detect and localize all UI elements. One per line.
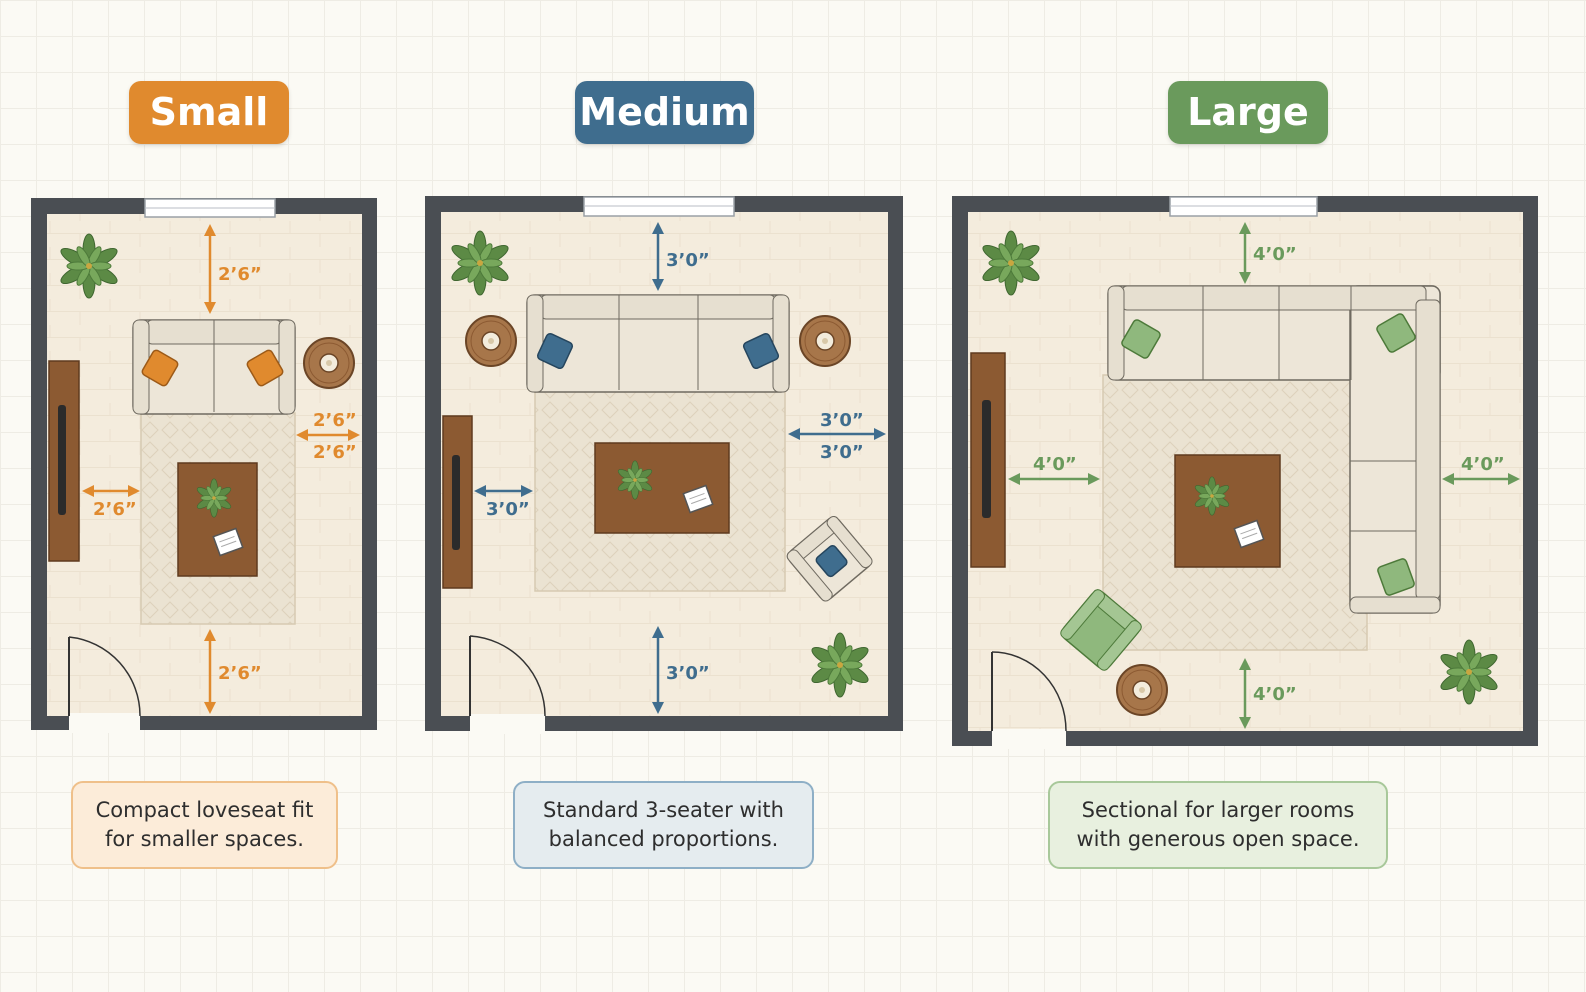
dimension-label: 3’0” xyxy=(666,250,710,271)
coffee-table xyxy=(1174,454,1281,568)
arrow-icon xyxy=(82,224,360,714)
lamp-icon xyxy=(1116,664,1168,716)
lamp-icon xyxy=(799,315,851,367)
dimension-label: 4’0” xyxy=(1253,244,1297,265)
door-icon xyxy=(68,636,141,717)
dimension-label: 4’0” xyxy=(1461,454,1505,475)
tv-icon xyxy=(442,415,473,589)
lamp-icon xyxy=(303,337,355,389)
window-icon xyxy=(583,196,735,217)
pillow-icon xyxy=(1121,319,1161,359)
pillow-icon xyxy=(536,332,574,370)
large-room: 4’0” 4’0” 4’0” 4’0” xyxy=(952,196,1538,749)
dimension-label: 3’0” xyxy=(666,663,710,684)
pillow-icon xyxy=(1376,313,1416,353)
three-seater-sofa xyxy=(526,294,790,393)
pillow-icon xyxy=(246,349,284,387)
pillow-icon xyxy=(141,349,179,387)
medium-room: 3’0” 3’0” 3’0” 3’0” 3’0” xyxy=(425,196,903,734)
sectional-sofa xyxy=(1107,285,1441,614)
pillow-icon xyxy=(742,332,780,370)
door-icon xyxy=(991,651,1067,732)
armchair xyxy=(786,515,873,602)
arrow-icon xyxy=(1008,222,1520,729)
dimension-label: 3’0” xyxy=(820,442,864,463)
dimension-label: 2’6” xyxy=(313,410,357,431)
door-icon xyxy=(469,635,546,717)
tv-icon xyxy=(48,360,80,562)
medium-label: Medium xyxy=(575,81,754,144)
armchair xyxy=(1060,589,1142,671)
arrow-icon xyxy=(474,222,886,714)
window-icon xyxy=(144,198,276,218)
small-label: Small xyxy=(129,81,289,144)
large-caption: Sectional for larger rooms with generous… xyxy=(1048,781,1388,869)
dimension-label: 2’6” xyxy=(218,663,262,684)
dimension-label: 2’6” xyxy=(218,264,262,285)
tv-icon xyxy=(970,352,1006,568)
pillow-icon xyxy=(1377,558,1415,596)
dimension-label: 4’0” xyxy=(1253,684,1297,705)
dimension-label: 3’0” xyxy=(486,499,530,520)
dimension-label: 4’0” xyxy=(1033,454,1077,475)
lamp-icon xyxy=(465,315,517,367)
dimension-label: 2’6” xyxy=(93,499,137,520)
large-label: Large xyxy=(1168,81,1328,144)
coffee-table xyxy=(177,462,258,577)
small-caption: Compact loveseat fit for smaller spaces. xyxy=(71,781,338,869)
loveseat xyxy=(132,319,296,415)
dimension-label: 2’6” xyxy=(313,442,357,463)
window-icon xyxy=(1169,196,1318,217)
dimension-label: 3’0” xyxy=(820,410,864,431)
coffee-table xyxy=(594,442,730,534)
medium-caption: Standard 3-seater with balanced proporti… xyxy=(513,781,814,869)
small-room: 2’6” 2’6” 2’6” 2’6” 2’6” xyxy=(31,198,377,733)
